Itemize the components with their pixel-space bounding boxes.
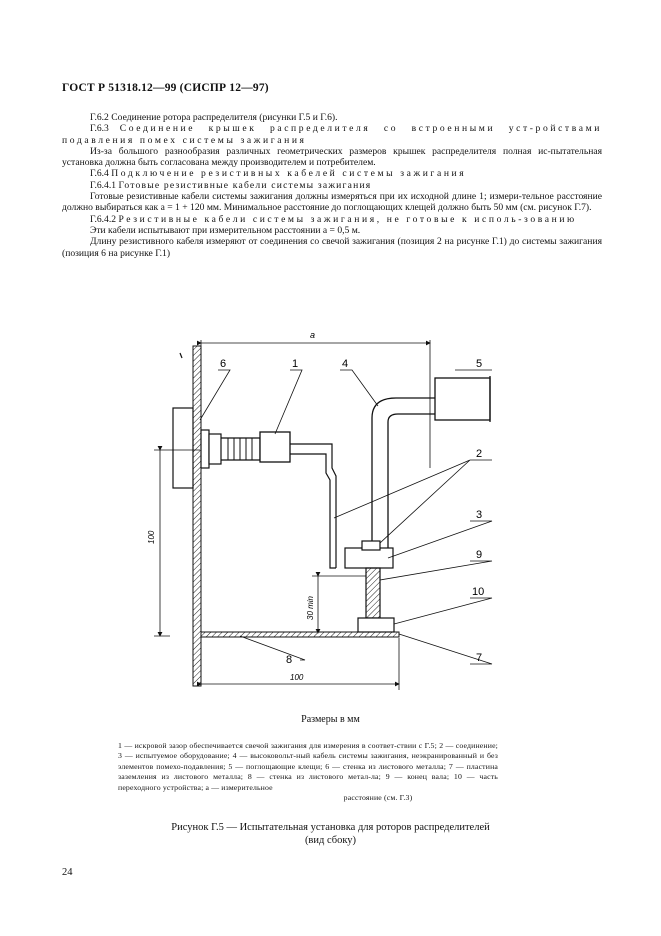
label-3: 3 [476,509,482,521]
label-4: 4 [342,358,348,370]
dimension-100-horizontal-label: 100 [290,673,304,682]
dimension-lines [154,340,431,690]
legend-text: 1 — искровой зазор обеспечивается свечой… [118,741,498,792]
leader-lines [199,369,493,665]
paragraph-g64: Г.6.4 Подключение резистивных кабелей си… [62,168,602,179]
legend-text-end: расстояние (см. Г.3) [343,793,413,803]
units-caption: Размеры в мм [301,714,360,725]
hv-cable-item-4 [371,397,435,548]
paragraph-test-distance: Эти кабели испытывают при измерительном … [90,224,361,236]
shaft-end-item-9 [365,567,381,619]
clause-number: Г.6.3 [90,123,109,135]
page-number: 24 [62,867,73,878]
figure-caption: Рисунок Г.5 — Испытательная установка дл… [0,822,661,847]
bracket [290,443,337,569]
label-5: 5 [476,358,482,370]
spark-plug-item-1 [200,429,291,469]
paragraph-g63: Г.6.3 Соединение крышек распределителя с… [62,123,602,146]
ground-plate-item-7 [200,631,400,638]
paragraph-cover-sizes: Из-за большого разнообразия различных ге… [62,145,602,169]
wall-6 [172,345,202,687]
test-equipment-item-3 [344,540,394,569]
figure-legend: 1 — искровой зазор обеспечивается свечой… [118,741,498,803]
document-header: ГОСТ Р 51318.12—99 (СИСПР 12—97) [62,82,269,94]
clause-heading: Готовые резистивные кабели системы зажиг… [118,179,372,191]
figure-caption-line-2: (вид сбоку) [304,834,357,846]
label-10: 10 [472,586,484,598]
clause-number: Г.6.4.2 [90,213,117,225]
label-8: 8 [286,654,292,666]
label-6: 6 [220,358,226,370]
wall-tick-mark [179,352,183,359]
clause-number: Г.6.4 [90,168,109,180]
paragraph-g641: Г.6.4.1 Готовые резистивные кабели систе… [62,180,602,191]
label-9: 9 [476,549,482,561]
absorbing-clamp-item-5 [434,376,491,422]
figure-g5-diagram: a 100 30 min 100 6 1 4 5 2 3 9 10 8 7 [147,330,493,690]
label-7: 7 [476,652,482,664]
clause-heading: Подключение резистивных кабелей системы … [111,168,467,180]
paragraph-ready-cables: Готовые резистивные кабели системы зажиг… [62,191,602,214]
clause-heading: Резистивные кабели системы зажигания, не… [118,213,577,225]
paragraph-cable-length: Длину резистивного кабеля измеряют от со… [62,236,602,259]
body-text: Г.6.2 Соединение ротора распределителя (… [62,112,602,259]
dimension-100-vertical-label: 100 [147,530,156,544]
adapter-part-item-10 [357,617,395,633]
label-2: 2 [476,448,482,460]
paragraph-g642: Г.6.4.2 Резистивные кабели системы зажиг… [62,214,602,225]
label-1: 1 [292,358,298,370]
dimension-30-label: 30 min [306,595,315,620]
clause-heading: Соединение крышек распределителя со встр… [62,123,602,146]
clause-number: Г.6.4.1 [90,179,117,191]
figure-caption-line-1: Рисунок Г.5 — Испытательная установка дл… [171,822,490,833]
dimension-a-label: a [310,330,315,340]
paragraph-g62: Г.6.2 Соединение ротора распределителя (… [90,112,338,123]
